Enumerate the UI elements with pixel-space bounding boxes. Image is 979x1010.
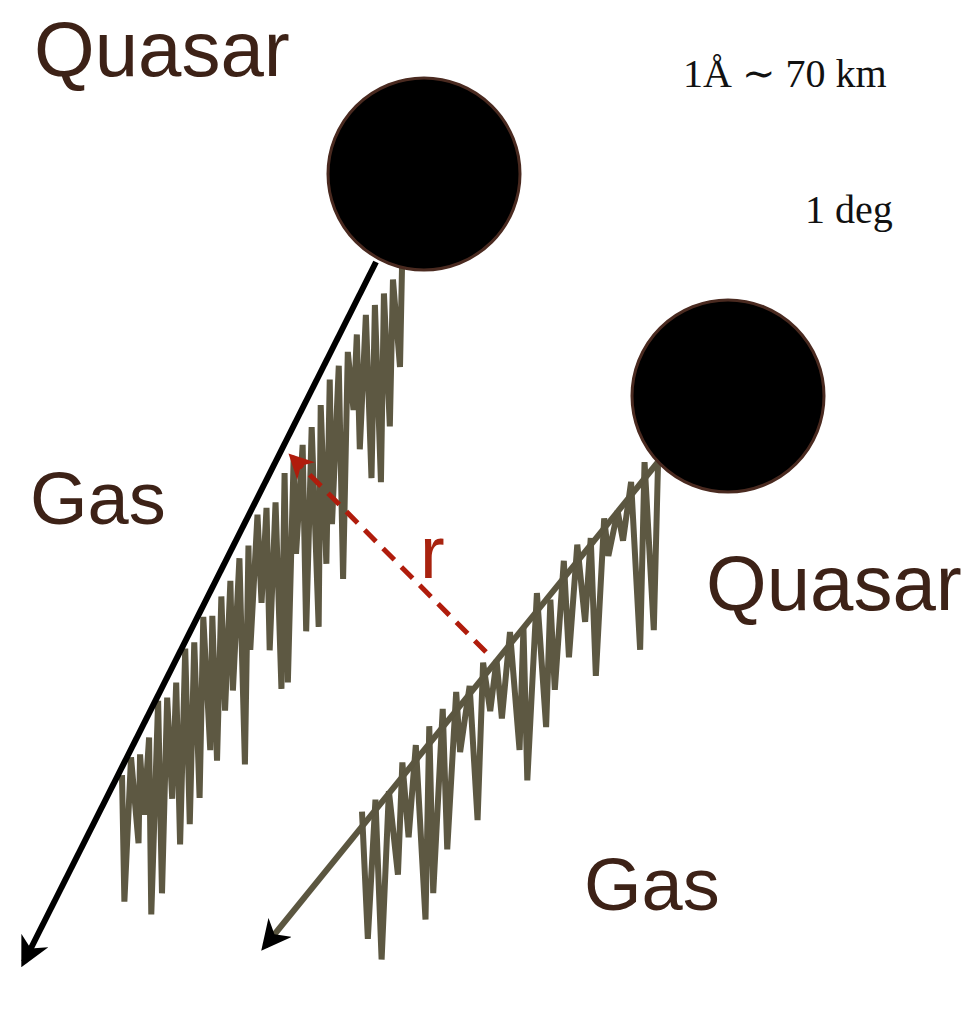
quasar-label: Quasar [706,544,962,622]
quasar-circle [630,298,826,494]
quasar-label: Quasar [34,10,290,88]
quasar-disc [328,78,520,270]
gas-label: Gas [30,462,166,536]
scale-note: 1 deg [805,190,893,230]
scale-note: 1Å ∼ 70 km [683,54,887,94]
separation-label: r [420,516,445,590]
quasar-circle [326,76,522,272]
separation-arrow [292,457,486,652]
quasar-disc [632,300,824,492]
sightline-arrow [24,262,376,962]
gas-label: Gas [584,848,720,922]
quasar-node: Quasar [630,298,826,494]
quasar-node: Quasar [326,76,522,272]
